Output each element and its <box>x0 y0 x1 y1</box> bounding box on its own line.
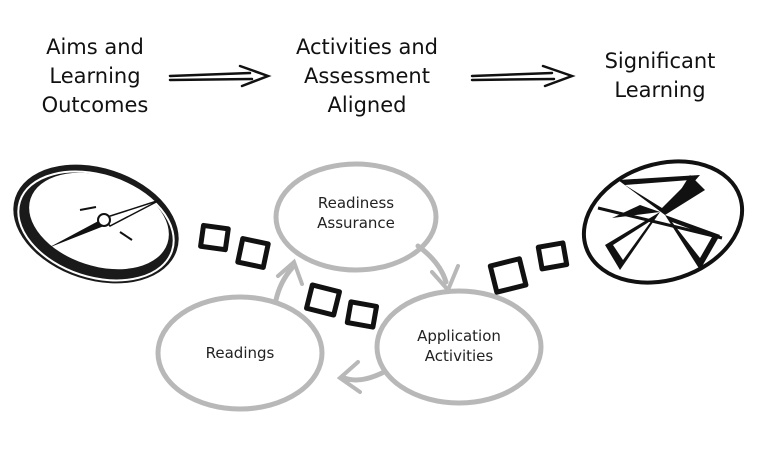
compass-icon <box>13 164 179 287</box>
cycle-arrow-readings-to-readiness <box>273 258 304 303</box>
readiness-label-line2: Assurance <box>317 214 395 232</box>
arrow-aims-to-activities <box>168 64 272 88</box>
heading-activities-assessment: Activities and Assessment Aligned <box>296 35 438 117</box>
heading-aims-outcomes: Aims and Learning Outcomes <box>41 35 149 117</box>
step-squares-right <box>487 240 570 295</box>
step-squares-left <box>198 222 380 330</box>
cycle-arrow-readiness-to-application <box>415 243 460 294</box>
node-application-activities: Application Activities <box>374 288 544 406</box>
target-icon <box>581 159 745 285</box>
readings-label: Readings <box>206 344 275 362</box>
cycle-arrow-application-to-readings <box>336 360 387 394</box>
node-readiness-assurance: Readiness Assurance <box>273 161 439 273</box>
application-label-line2: Activities <box>425 347 494 365</box>
heading-significant-learning: Significant Learning <box>604 49 716 102</box>
arrow-activities-to-significant <box>470 64 576 88</box>
readiness-label-line1: Readiness <box>318 194 394 212</box>
application-label-line1: Application <box>417 327 501 345</box>
node-readings: Readings <box>155 294 325 412</box>
